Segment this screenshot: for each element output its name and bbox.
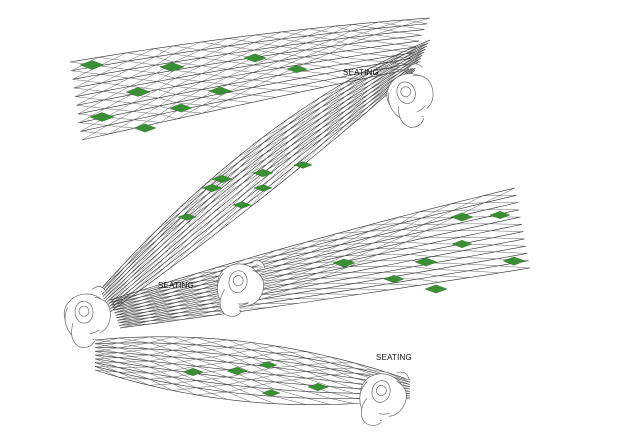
seating-label-middle: SEATING (158, 281, 194, 290)
ribbon-strand (115, 224, 522, 312)
green-patch (503, 257, 525, 265)
lattice-line (116, 308, 266, 316)
lattice-line (337, 230, 523, 234)
green-patch (294, 162, 312, 169)
ribbon-strand (107, 61, 420, 305)
ribbon-top (70, 18, 430, 140)
lattice-line (173, 368, 386, 391)
green-patch (452, 240, 472, 248)
lattice-line (78, 114, 160, 123)
lattice-line (111, 291, 139, 303)
lattice-line (156, 70, 415, 230)
lattice-line (118, 338, 330, 404)
ribbon-strand (70, 18, 430, 62)
lattice-line (95, 343, 251, 363)
green-patch (254, 185, 272, 192)
green-patch (451, 213, 473, 221)
woven-ribbon-bands (70, 18, 530, 405)
seated-person-icon (212, 254, 268, 321)
seated-person-icon (62, 286, 113, 349)
green-patch (134, 124, 156, 132)
green-patch (80, 60, 104, 69)
seated-person-left (62, 286, 113, 349)
green-woven-patches (80, 54, 525, 397)
lattice-line (78, 38, 228, 114)
lattice-line (95, 348, 251, 403)
green-patch (262, 390, 280, 397)
green-patch (209, 87, 231, 95)
ribbon-middle (110, 188, 530, 328)
lattice-line (149, 337, 354, 404)
seated-person-middle (212, 254, 268, 321)
green-patch (90, 112, 114, 121)
seating-label-top: SEATING (343, 68, 379, 77)
green-patch (170, 104, 192, 112)
lattice-line (368, 223, 522, 225)
lattice-line (95, 359, 173, 391)
green-patch (308, 383, 328, 391)
seated-person-bottom (353, 363, 413, 433)
seating-label-bottom: SEATING (376, 353, 412, 362)
green-patch (425, 285, 447, 293)
seated-person-icon (353, 363, 413, 433)
lattice-line (79, 35, 255, 123)
